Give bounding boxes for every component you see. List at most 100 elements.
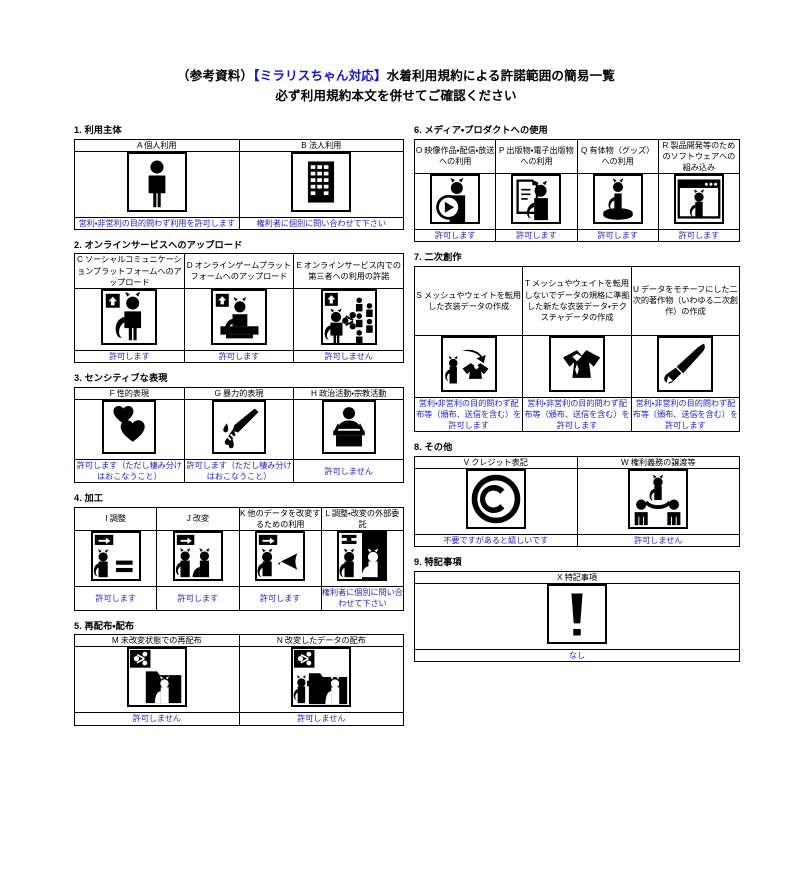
building-icon xyxy=(291,151,352,212)
left-column: 1. 利用主体 A 個人利用 B 法人利用 xyxy=(73,124,405,735)
cell-header-t: T メッシュやウェイトを転用しないでデータの規格に準拠した新たな衣装データ・テク… xyxy=(522,265,632,336)
section-5: 5. 再配布・配布 M 未改変状態での再配布 N 改変したデータの配布 xyxy=(74,620,404,726)
cell-header-h: H 政治活動・宗教活動 xyxy=(293,386,404,400)
cat-video-play-icon xyxy=(430,174,481,225)
table-row-header: X 特記事項 xyxy=(414,570,740,585)
cell-header-d: D オンラインゲームプラットフォームへのアップロード xyxy=(183,253,295,290)
section-9: 9. 特記事項 X 特記事項 xyxy=(414,556,740,663)
cell-icon-o xyxy=(413,173,497,231)
section-3: 3. センシティブな表現 F 性的表現 G 暴力的表現 H 政治活動・宗教活動 xyxy=(74,372,404,484)
cell-icon-r xyxy=(657,173,741,231)
section-7: 7. 二次創作 S メッシュやウェイトを転用した衣装データの作成 T メッシュや… xyxy=(413,251,741,433)
table-row-header: C ソーシャルコミュニケーションプラットフォームへのアップロード D オンライン… xyxy=(74,253,404,290)
share-folder-cat-icon xyxy=(126,647,187,708)
permission-g: 許可します（ただし棲み分けはおこなうこと） xyxy=(183,458,295,484)
cell-icon-q xyxy=(576,173,659,231)
cell-icon-s xyxy=(413,334,524,398)
table-row-permission: なし xyxy=(414,649,740,663)
section-5-table: M 未改変状態での再配布 N 改変したデータの配布 xyxy=(74,634,404,726)
cell-header-l: L 調整・改変の外部委託 xyxy=(320,506,405,532)
permission-c: 許可します xyxy=(74,350,185,364)
upload-cat-icon xyxy=(101,289,158,346)
permission-d: 許可します xyxy=(183,350,295,364)
cell-icon-n xyxy=(238,646,404,714)
permission-t: 営利・非営利の目的問わず配布等（頒布、送信を含む）を許可します xyxy=(522,396,632,433)
table-row-icons xyxy=(74,646,404,714)
cell-header-b: B 法人利用 xyxy=(238,138,404,152)
cell-icon-x xyxy=(414,583,740,651)
cell-icon-h xyxy=(293,398,404,460)
cell-icon-g xyxy=(183,398,295,460)
permission-l: 権利者に個別に問い合わせて下さい xyxy=(320,586,405,611)
table-row-permission: 許可します 許可します 許可します 権利者に個別に問い合わせて下さい xyxy=(73,586,405,611)
cell-header-e: E オンラインサービス内での第三者への利用の許諾 xyxy=(293,253,404,290)
cell-icon-c xyxy=(74,288,185,352)
upload-cat-share-icon xyxy=(320,289,377,346)
cell-header-q: Q 有体物（グッズ）への利用 xyxy=(576,138,659,175)
cell-icon-i xyxy=(73,530,158,588)
cell-icon-e xyxy=(293,288,404,352)
section-1-heading: 1. 利用主体 xyxy=(74,125,122,135)
cell-header-o: O 映像作品・配信・放送への利用 xyxy=(413,138,497,175)
permission-x: なし xyxy=(414,649,740,663)
cell-header-i: I 調整 xyxy=(73,506,158,532)
cell-icon-k xyxy=(238,530,322,588)
upload-cat-monitor-icon xyxy=(210,289,267,346)
cell-header-a: A 個人利用 xyxy=(74,138,240,152)
section-2: 2. オンラインサービスへのアップロード C ソーシャルコミュニケーションプラッ… xyxy=(74,239,404,364)
cell-icon-u xyxy=(630,334,741,398)
cell-header-s: S メッシュやウェイトを転用した衣装データの作成 xyxy=(413,265,524,336)
right-column: 6. メディア・プロダクトへの使用 O 映像作品・配信・放送への利用 P 出版物… xyxy=(413,124,741,671)
table-row-permission: 営利・非営利の目的問わず配布等（頒布、送信を含む）を許可します 営利・非営利の目… xyxy=(413,396,741,433)
permission-q: 許可します xyxy=(576,229,659,243)
permission-u: 営利・非営利の目的問わず配布等（頒布、送信を含む）を許可します xyxy=(630,396,741,433)
transfer-rights-icon xyxy=(628,469,689,530)
cat-software-window-icon xyxy=(673,174,724,225)
hearts-icon xyxy=(102,399,157,454)
cell-header-c: C ソーシャルコミュニケーションプラットフォームへのアップロード xyxy=(74,253,185,290)
table-row-icons xyxy=(413,334,741,398)
section-8: 8. その他 V クレジット表記 W 権利義務の譲渡等 xyxy=(414,441,740,548)
cell-header-w: W 権利義務の譲渡等 xyxy=(576,455,740,470)
copyright-icon xyxy=(465,469,526,530)
paintbrush-icon xyxy=(657,335,714,392)
cell-header-n: N 改変したデータの配布 xyxy=(238,634,404,648)
page-title: （参考資料）【ミラリスちゃん対応】水着利用規約による許諾範囲の簡易一覧 必ず利用… xyxy=(0,66,792,106)
cell-header-x: X 特記事項 xyxy=(414,570,740,585)
table-row-icons xyxy=(414,583,740,651)
cell-icon-v xyxy=(414,468,578,536)
permission-s: 営利・非営利の目的問わず配布等（頒布、送信を含む）を許可します xyxy=(413,396,524,433)
cell-header-j: J 改変 xyxy=(156,506,240,532)
cat-to-other-icon xyxy=(255,531,306,582)
cell-icon-w xyxy=(576,468,740,536)
share-folder-modified-cat-icon xyxy=(291,647,352,708)
cat-modified-icon xyxy=(172,531,223,582)
table-row-permission: 許可します 許可します 許可しません xyxy=(74,350,404,364)
section-8-heading: 8. その他 xyxy=(414,442,453,453)
cell-icon-b xyxy=(238,150,404,218)
permission-i: 許可します xyxy=(73,586,158,611)
permission-m: 許可しません xyxy=(74,712,240,726)
permission-f: 許可します（ただし棲み分けはおこなうこと） xyxy=(74,458,185,484)
table-row-permission: 許可しません 許可しません xyxy=(74,712,404,726)
section-3-table: F 性的表現 G 暴力的表現 H 政治活動・宗教活動 xyxy=(74,386,404,484)
cat-publication-icon xyxy=(511,174,562,225)
table-row-icons xyxy=(74,150,404,218)
title-highlight: 【ミラリスちゃん対応】 xyxy=(253,69,387,83)
podium-speaker-icon xyxy=(321,399,376,454)
table-row-permission: 営利・非営利の目的問わず利用を許可します 権利者に個別に問い合わせて下さい xyxy=(74,216,404,230)
permission-b: 権利者に個別に問い合わせて下さい xyxy=(238,216,404,230)
section-1-table: A 個人利用 B 法人利用 営利 xyxy=(74,138,404,230)
permission-p: 許可します xyxy=(495,229,578,243)
cat-to-costume-icon xyxy=(440,335,497,392)
table-row-header: O 映像作品・配信・放送への利用 P 出版物・電子出版物への利用 Q 有体物（グ… xyxy=(413,138,741,175)
permission-k: 許可します xyxy=(238,586,322,611)
table-row-icons xyxy=(414,468,740,536)
table-row-header: I 調整 J 改変 K 他のデータを改変するための利用 L 調整・改変の外部委託 xyxy=(73,506,405,532)
section-2-table: C ソーシャルコミュニケーションプラットフォームへのアップロード D オンライン… xyxy=(74,253,404,364)
cell-header-k: K 他のデータを改変するための利用 xyxy=(238,506,322,532)
section-1: 1. 利用主体 A 個人利用 B 法人利用 xyxy=(74,124,404,230)
cell-icon-t xyxy=(522,334,632,398)
table-row-header: S メッシュやウェイトを転用した衣装データの作成 T メッシュやウェイトを転用し… xyxy=(413,265,741,336)
table-row-icons xyxy=(73,530,405,588)
